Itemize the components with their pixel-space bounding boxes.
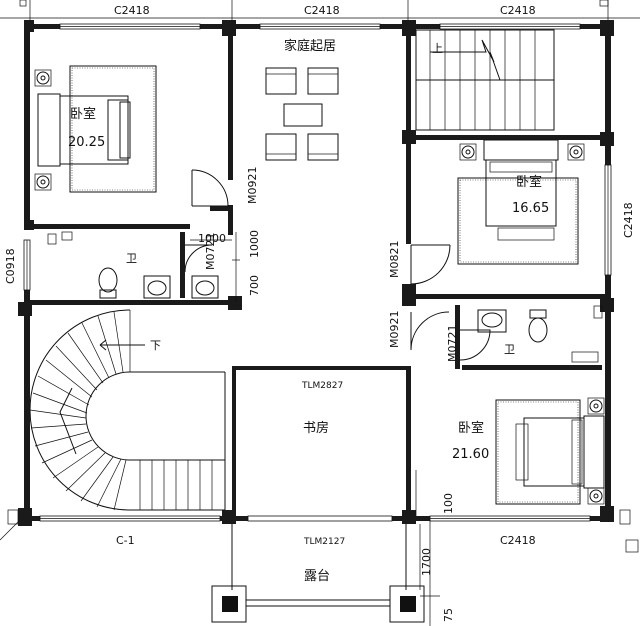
window-label-bottom-left: C-1 (116, 534, 135, 547)
terrace (211, 520, 431, 626)
bedroom-nw-area: 20.25 (68, 135, 105, 150)
bed-nw (34, 65, 157, 193)
doors (184, 169, 491, 361)
window-label-top-mid: C2418 (304, 4, 340, 17)
stair-up (415, 29, 555, 131)
bath-west (47, 231, 219, 299)
window-label-left: C0918 (4, 248, 17, 284)
window-label-right: C2418 (622, 202, 635, 238)
door-label-tlm2127: TLM2127 (303, 537, 345, 547)
dim-75: 75 (442, 608, 455, 622)
corner-markers (0, 509, 639, 553)
dim-1700: 1700 (420, 548, 433, 576)
door-label-m0721-b: M0721 (446, 325, 459, 363)
window-label-top-right: C2418 (500, 4, 536, 17)
door-label-tlm2827: TLM2827 (301, 381, 343, 391)
dim-700: 700 (248, 275, 261, 296)
dim-1000-v: 1000 (248, 230, 261, 258)
bedroom-se-label: 卧室 (458, 420, 484, 436)
door-label-m0921-a: M0921 (246, 167, 259, 205)
family-room-label: 家庭起居 (284, 38, 336, 54)
stair-up-mark: 上 (432, 42, 443, 55)
bedroom-ne-label: 卧室 (516, 174, 542, 190)
bedroom-ne-area: 16.65 (512, 201, 549, 216)
stair-down-mark: 下 (150, 339, 161, 352)
door-label-m0921-b: M0921 (388, 311, 401, 349)
bath-east-label: 卫 (504, 343, 515, 356)
bed-se (495, 397, 605, 505)
bedroom-se-area: 21.60 (452, 447, 489, 462)
door-label-m0721-a: M0721 (204, 233, 217, 271)
dim-100: 100 (442, 493, 455, 514)
walls (18, 20, 614, 526)
window-label-bottom-right: C2418 (500, 534, 536, 547)
bedroom-nw-label: 卧室 (70, 106, 96, 122)
window-label-top-left: C2418 (114, 4, 150, 17)
spiral-stair (29, 309, 226, 511)
bed-ne (457, 139, 585, 265)
door-label-m0821: M0821 (388, 241, 401, 279)
dim-1000-h: 1000 (198, 232, 226, 245)
study-label: 书房 (303, 420, 329, 436)
terrace-label: 露台 (304, 569, 330, 584)
bath-west-label: 卫 (126, 252, 137, 265)
windows (23, 23, 612, 522)
family-room-furniture (265, 67, 339, 161)
bath-east (477, 305, 603, 363)
top-axis-lines (0, 0, 640, 28)
dimension-lines (190, 232, 440, 597)
